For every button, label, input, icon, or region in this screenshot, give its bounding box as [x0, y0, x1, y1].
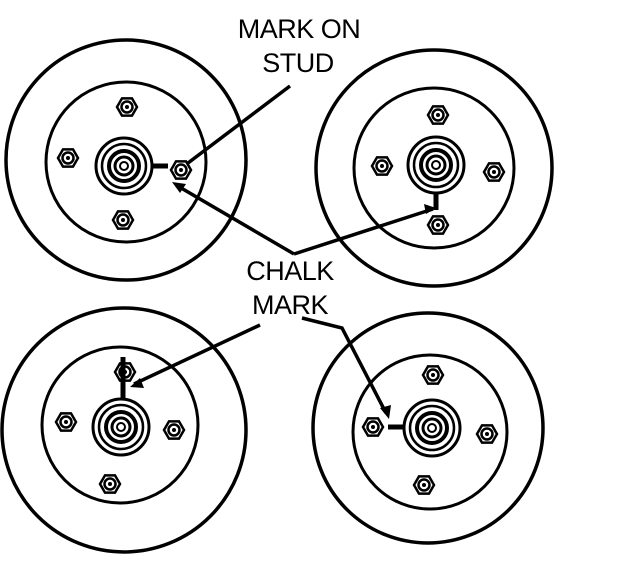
lug-nut — [421, 364, 445, 386]
label-chalk-mark-line2: MARK — [252, 290, 328, 320]
leader-lines — [133, 84, 434, 414]
lug-nut — [56, 147, 80, 169]
lug-nut — [162, 419, 186, 441]
hub-center — [402, 398, 462, 458]
tire-outline — [4, 38, 248, 282]
arrow-heads — [130, 182, 436, 419]
label-mark-on-stud-line1: MARK ON — [238, 14, 361, 44]
label-chalk-mark-line1: CHALK — [246, 256, 334, 286]
arrowhead — [424, 204, 436, 214]
rim-outline — [44, 80, 208, 244]
lug-nut — [370, 155, 394, 177]
wheel-top-right — [314, 48, 554, 288]
leader-chalk-bottom-right — [301, 316, 388, 414]
lug-nut — [361, 416, 385, 438]
wheel-bottom-left — [0, 306, 248, 554]
leader-chalk-top-right — [293, 207, 434, 256]
lug-nut — [115, 96, 139, 118]
leader-chalk-top-left — [175, 183, 295, 256]
tire-outline — [0, 306, 248, 554]
tire-outline — [311, 311, 545, 545]
lug-nut — [111, 209, 135, 231]
hub-center — [91, 397, 151, 457]
lug-nut — [426, 214, 450, 236]
arrowhead — [130, 378, 144, 388]
lug-nut — [426, 104, 450, 126]
hub-center — [406, 135, 466, 195]
lug-nut — [98, 473, 122, 495]
lug-nut — [412, 474, 436, 496]
arrowhead — [380, 405, 391, 419]
arrowhead — [172, 182, 186, 193]
lug-nut — [482, 161, 506, 183]
leader-mark-on-stud — [186, 84, 292, 165]
lug-nut — [169, 159, 193, 181]
wheel-top-left — [4, 38, 248, 282]
rim-outline — [352, 86, 516, 250]
rim-outline — [40, 345, 200, 505]
wheel-bottom-right — [311, 311, 545, 545]
lug-nut — [54, 411, 78, 433]
leader-chalk-bottom-left — [133, 323, 261, 386]
tire-outline — [314, 48, 554, 288]
hub-center — [94, 136, 154, 196]
label-mark-on-stud-line2: STUD — [262, 48, 334, 78]
rim-outline — [351, 353, 509, 511]
lug-nut — [475, 423, 499, 445]
